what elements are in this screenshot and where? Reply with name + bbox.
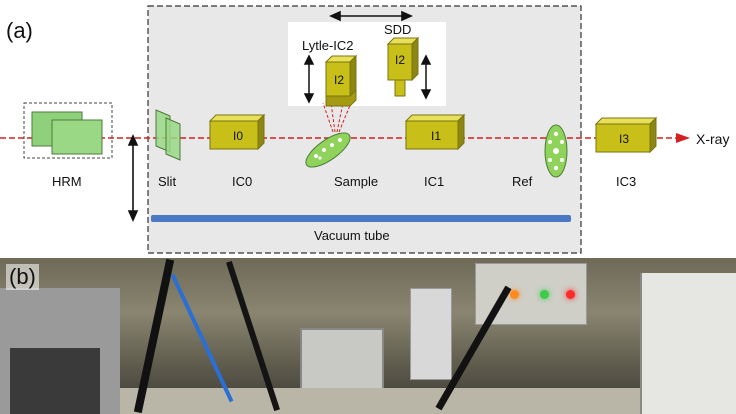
- photo-led-green: [540, 290, 549, 299]
- x-ray-label: X-ray: [696, 131, 729, 147]
- photo-detector-unit: [410, 288, 452, 380]
- beamline-photo: (b): [0, 258, 736, 414]
- sdd-detector: [386, 36, 420, 97]
- detector-inset: [288, 22, 446, 106]
- ic3-tag: I3: [619, 132, 629, 146]
- vacuum-tube-label: Vacuum tube: [314, 228, 390, 243]
- vacuum-tube-bar: [151, 215, 571, 222]
- lytle-tag: I2: [334, 73, 344, 87]
- vertical-move-arrow: [127, 134, 139, 222]
- fluorescence-lines: [322, 102, 352, 133]
- ic0-label: IC0: [232, 174, 252, 189]
- sdd-tag: I2: [395, 53, 405, 67]
- slit: [155, 109, 181, 161]
- hrm-box: [23, 102, 113, 159]
- lytle-move-arrow: [303, 54, 315, 104]
- ic3-chamber: [594, 116, 658, 154]
- x-ray-arrow-head: [676, 133, 690, 143]
- sample-disk: [305, 132, 351, 168]
- slit-label: Slit: [158, 174, 176, 189]
- reference-disk: [544, 124, 568, 178]
- ic0-tag: I0: [233, 129, 243, 143]
- sample-label: Sample: [334, 174, 378, 189]
- ic1-tag: I1: [431, 129, 441, 143]
- detector-swap-arrow: [329, 10, 413, 22]
- panel-b-label: (b): [6, 264, 39, 290]
- hrm-crystals: [31, 111, 103, 155]
- sdd-move-arrow: [420, 54, 432, 100]
- lytle-detector: [324, 54, 358, 107]
- ref-label: Ref: [512, 174, 533, 189]
- panel-a-label: (a): [6, 18, 33, 43]
- sdd-label: SDD: [384, 22, 411, 37]
- photo-cable-blue: [170, 273, 234, 403]
- photo-led-orange: [510, 290, 519, 299]
- photo-left-dark: [10, 348, 100, 414]
- lytle-label: Lytle-IC2: [302, 38, 354, 53]
- photo-bottom-floor: [120, 388, 640, 414]
- photo-right-device: [640, 273, 736, 414]
- ic3-label: IC3: [616, 174, 636, 189]
- ic1-chamber: [404, 113, 466, 151]
- ic1-label: IC1: [424, 174, 444, 189]
- hrm-label: HRM: [52, 174, 82, 189]
- photo-led-red: [566, 290, 575, 299]
- ic0-chamber: [208, 113, 266, 151]
- schematic-diagram: (a) X-ray HRM Slit I0 IC0: [0, 5, 729, 254]
